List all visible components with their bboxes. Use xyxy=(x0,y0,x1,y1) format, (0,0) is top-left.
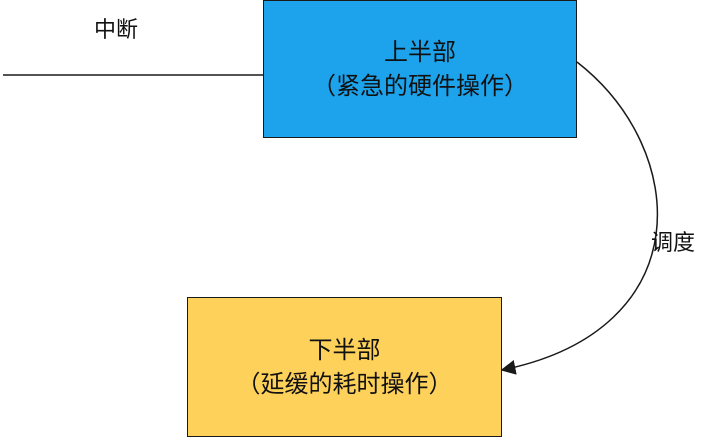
interrupt-label: 中断 xyxy=(94,18,139,43)
top-half-box: 上半部 （紧急的硬件操作） xyxy=(263,0,577,138)
schedule-label: 调度 xyxy=(651,231,696,256)
top-half-title: 上半部 xyxy=(384,38,456,66)
bottom-half-subtitle: （延缓的耗时操作） xyxy=(236,370,453,398)
schedule-arrow xyxy=(500,61,659,375)
top-half-subtitle: （紧急的硬件操作） xyxy=(312,72,528,100)
bottom-half-box: 下半部 （延缓的耗时操作） xyxy=(187,297,502,437)
bottom-half-title: 下半部 xyxy=(308,336,381,364)
